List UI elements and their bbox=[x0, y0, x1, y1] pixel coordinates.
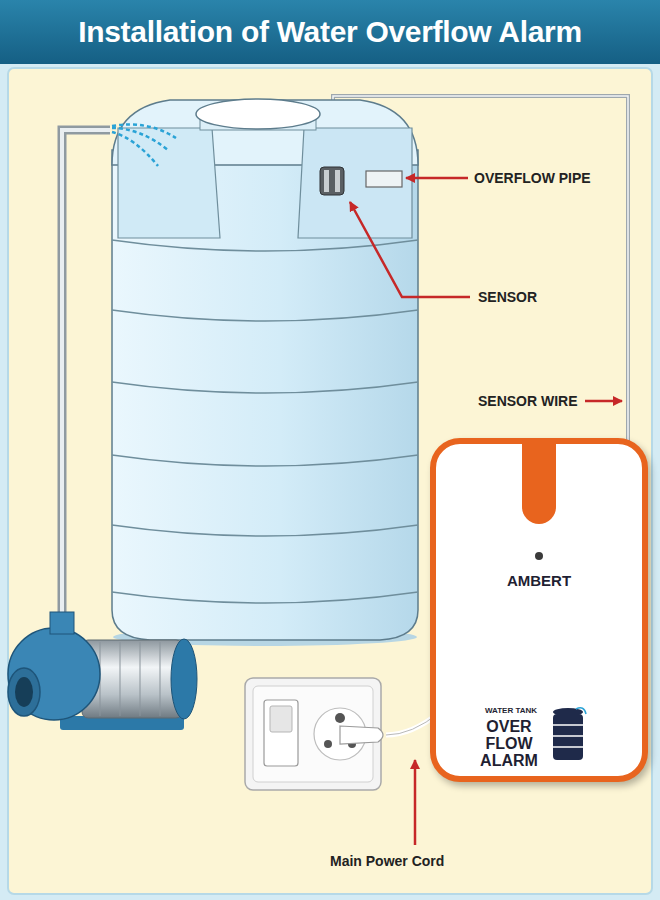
tank-rib bbox=[112, 455, 418, 466]
title-banner bbox=[0, 0, 660, 64]
brand-name: AMBERT bbox=[436, 572, 642, 590]
title-text: Installation of Water Overflow Alarm bbox=[0, 8, 660, 56]
indicator-led bbox=[535, 552, 543, 560]
motor-fin bbox=[160, 642, 161, 716]
switch-toggle bbox=[270, 706, 292, 732]
water-spray bbox=[112, 125, 176, 139]
logo-text: WATER TANK bbox=[466, 706, 556, 716]
alarm-unit: AMBERT WATER TANK OVER FLOW ALARM bbox=[430, 438, 648, 782]
pump-head bbox=[8, 628, 100, 720]
icon-part bbox=[576, 708, 586, 714]
sensor-prong bbox=[335, 170, 340, 192]
logo-text: OVER FLOW ALARM bbox=[476, 718, 542, 769]
icon-part bbox=[553, 724, 583, 726]
pointer-arrow bbox=[585, 400, 622, 403]
water-spray bbox=[112, 132, 158, 166]
pipe-outer bbox=[62, 130, 110, 622]
icon-part bbox=[553, 735, 583, 737]
shoulder-panel bbox=[118, 128, 220, 238]
plug bbox=[340, 726, 383, 744]
panel bbox=[8, 68, 652, 894]
tank-rib bbox=[112, 310, 418, 321]
switchboard bbox=[245, 678, 440, 790]
pump-inlet-hole bbox=[15, 677, 33, 707]
tank-rib bbox=[112, 382, 418, 393]
inlet-pipe bbox=[62, 125, 176, 623]
icon-part bbox=[553, 746, 583, 748]
pointer-arrow bbox=[406, 177, 468, 180]
sensor-prong bbox=[324, 170, 329, 192]
pipe-inner bbox=[62, 130, 110, 622]
icon-part bbox=[553, 714, 583, 760]
device-tab bbox=[522, 438, 556, 524]
part-label: OVERFLOW PIPE bbox=[474, 170, 591, 186]
water-pump bbox=[8, 612, 197, 730]
shoulder-panel bbox=[298, 128, 412, 238]
tank-rib bbox=[112, 592, 418, 603]
motor-fin bbox=[120, 642, 121, 716]
pump-outlet bbox=[50, 612, 74, 634]
sensor-body bbox=[320, 167, 344, 195]
tank-lid bbox=[196, 99, 320, 129]
tank-rib bbox=[112, 525, 418, 536]
part-label: SENSOR WIRE bbox=[478, 393, 578, 409]
part-label: SENSOR bbox=[478, 289, 537, 305]
tank-icon bbox=[548, 706, 588, 764]
pointer-arrow bbox=[350, 202, 470, 297]
switch bbox=[264, 700, 298, 766]
socket-hole bbox=[324, 740, 332, 748]
motor-cap bbox=[171, 639, 197, 719]
socket-hole bbox=[335, 713, 345, 723]
part-label: Main Power Cord bbox=[330, 853, 444, 869]
pump-inlet bbox=[8, 668, 40, 716]
overflow-pipe bbox=[366, 171, 402, 187]
water-tank bbox=[112, 99, 418, 646]
motor-fin bbox=[140, 642, 141, 716]
sensor-and-overflow bbox=[320, 167, 402, 195]
pointer-arrow bbox=[414, 760, 417, 845]
